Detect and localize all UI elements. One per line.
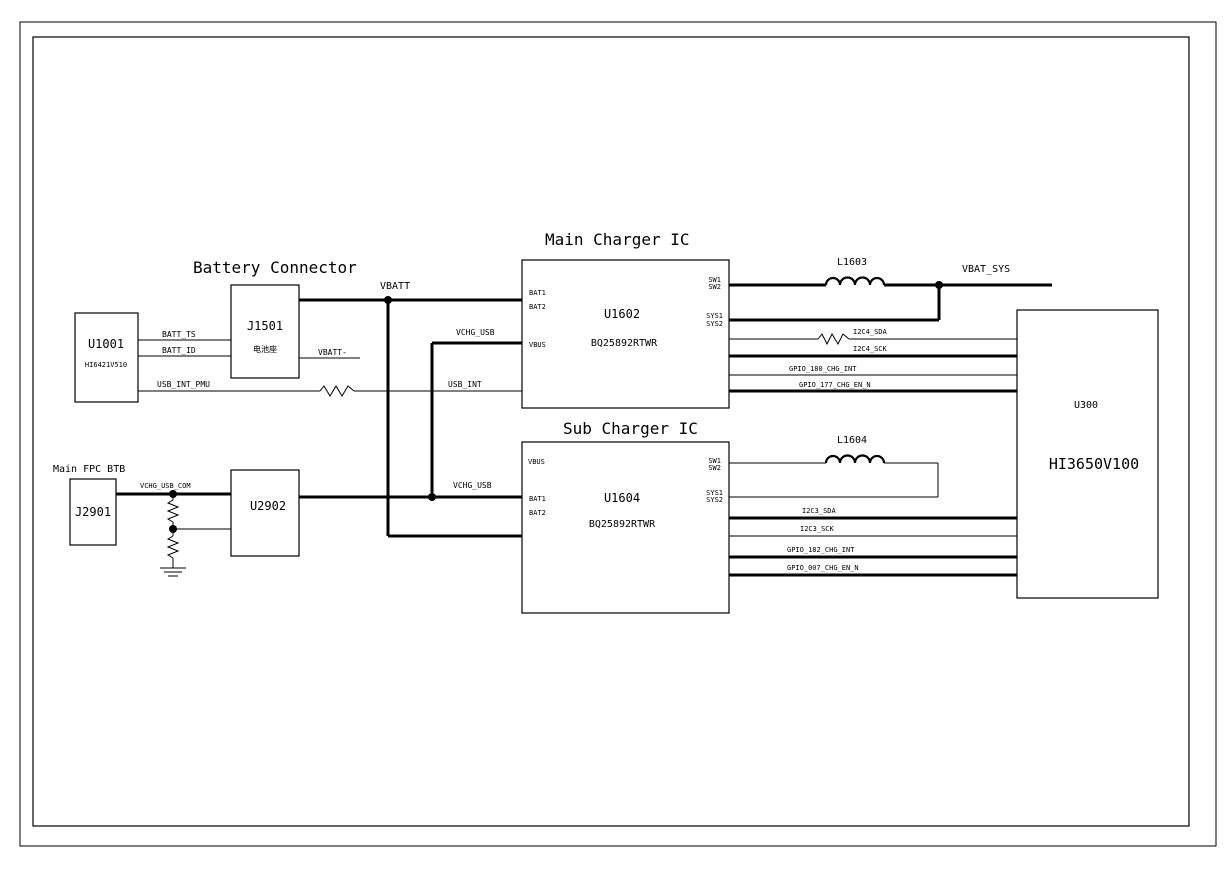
u1602-pin-bat1: BAT1	[529, 289, 546, 297]
l1603-ref: L1603	[837, 257, 867, 268]
u1602-part: BQ25892RTWR	[591, 338, 658, 349]
junction-dot	[384, 296, 392, 304]
net-i2c4-sck: I2C4_SCK	[853, 345, 888, 353]
junctions	[169, 281, 943, 533]
title-sub-charger: Sub Charger IC	[563, 419, 698, 438]
u1602-ref: U1602	[604, 307, 640, 321]
wires	[116, 283, 1052, 577]
net-gpio-177: GPIO_177_CHG_EN_N	[799, 381, 871, 389]
u1602-pin-sw1: SW1	[708, 276, 721, 284]
title-main-fpc: Main FPC BTB	[53, 464, 125, 475]
j2901-box	[69, 478, 117, 546]
junction-dot	[428, 493, 436, 501]
u1001-ref: U1001	[88, 337, 124, 351]
u1602-pin-sw2: SW2	[708, 283, 721, 291]
ground-symbol	[160, 567, 186, 577]
u1001-part: HI6421V510	[85, 361, 127, 369]
u1602-pin-vbus: VBUS	[529, 341, 546, 349]
title-main-charger: Main Charger IC	[545, 230, 690, 249]
u300-part: HI3650V100	[1049, 455, 1139, 473]
u1604-box	[521, 441, 730, 614]
inductor-l1603	[824, 276, 886, 286]
u1602-pin-sys1: SYS1	[706, 312, 723, 320]
net-usb-int: USB_INT	[448, 380, 482, 389]
u1604-pin-sys2: SYS2	[706, 496, 723, 504]
net-usb-int-pmu: USB_INT_PMU	[157, 380, 210, 389]
outer-frame	[19, 21, 1217, 847]
u1604-pin-bat2: BAT2	[529, 509, 546, 517]
net-i2c3-sda: I2C3_SDA	[802, 507, 837, 515]
net-vchg-usb-com: VCHG_USB_COM	[140, 482, 191, 490]
u1602-pin-bat2: BAT2	[529, 303, 546, 311]
net-batt-ts: BATT_TS	[162, 330, 196, 339]
u1604-pin-sw2: SW2	[708, 464, 721, 472]
net-vbatt-minus: VBATT-	[318, 348, 347, 357]
u1604-ref: U1604	[604, 491, 640, 505]
u1604-pin-sys1: SYS1	[706, 489, 723, 497]
net-batt-id: BATT_ID	[162, 346, 196, 355]
resistor-i2c4-sda	[817, 332, 850, 346]
net-vbat-sys: VBAT_SYS	[962, 264, 1010, 275]
net-gpio-182: GPIO_182_CHG_INT	[787, 546, 855, 554]
inductor-l1604	[824, 454, 886, 464]
junction-dot	[935, 281, 943, 289]
u1602-box	[521, 259, 730, 409]
resistor-divider-top	[166, 499, 180, 523]
junction-dot	[169, 525, 177, 533]
net-i2c3-sck: I2C3_SCK	[800, 525, 835, 533]
net-vchg-usb-top: VCHG_USB	[456, 328, 495, 337]
u1604-pin-sw1: SW1	[708, 457, 721, 465]
u1602-pin-sys2: SYS2	[706, 320, 723, 328]
u2902-box	[230, 469, 300, 557]
net-gpio-180: GPIO_180_CHG_INT	[789, 365, 857, 373]
u1604-pin-bat1: BAT1	[529, 495, 546, 503]
j1501-box	[230, 284, 300, 379]
resistor-divider-bottom	[166, 535, 180, 559]
u1001-box	[74, 312, 139, 403]
j2901-ref: J2901	[75, 505, 111, 519]
net-gpio-007: GPIO_007_CHG_EN_N	[787, 564, 859, 572]
inner-frame	[32, 36, 1190, 827]
u1604-part: BQ25892RTWR	[589, 519, 656, 530]
u2902-ref: U2902	[250, 499, 286, 513]
u300-ref: U300	[1074, 400, 1098, 411]
net-i2c4-sda: I2C4_SDA	[853, 328, 888, 336]
l1604-ref: L1604	[837, 435, 867, 446]
j1501-part: 电池座	[253, 344, 277, 354]
u300-box	[1016, 309, 1159, 599]
title-battery-connector: Battery Connector	[193, 258, 357, 277]
net-vbatt: VBATT	[380, 281, 410, 292]
junction-dot	[169, 490, 177, 498]
j1501-ref: J1501	[247, 319, 283, 333]
net-vchg-usb-bottom: VCHG_USB	[453, 481, 492, 490]
u1604-pin-vbus: VBUS	[528, 458, 545, 466]
resistor-usb-int	[319, 385, 355, 397]
